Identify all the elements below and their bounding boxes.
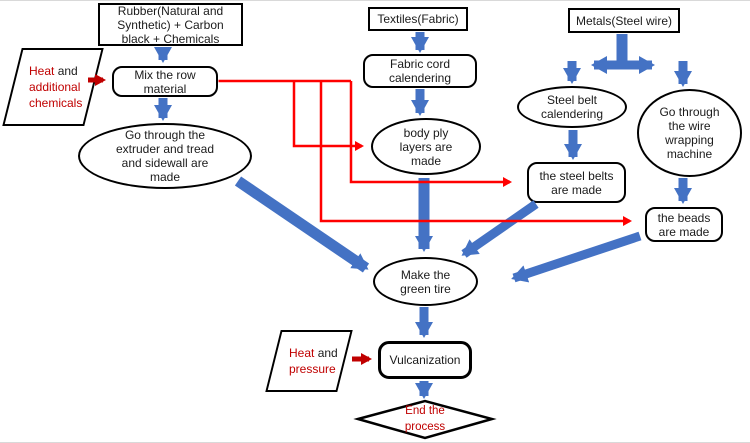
green-tire-line-2: green tire bbox=[400, 281, 451, 296]
wire-wrap-line-2: the wire bbox=[668, 119, 711, 133]
extruder-line-1: Go through the bbox=[124, 128, 206, 142]
node-beads: the beads are made bbox=[645, 207, 723, 242]
wire-wrap-line-4: machine bbox=[666, 147, 713, 161]
vulcanization-label: Vulcanization bbox=[389, 353, 461, 367]
node-wire-wrapping-machine: Go through the wire wrapping machine bbox=[637, 89, 742, 177]
mix-line-2: material bbox=[143, 81, 187, 96]
steel-belts-line-2: are made bbox=[551, 182, 602, 197]
and-word-2: and bbox=[314, 346, 338, 360]
wire-wrap-line-1: Go through bbox=[659, 105, 720, 119]
node-rubber-input: Rubber(Natural and Synthetic) + Carbon b… bbox=[98, 3, 243, 46]
heat-chemicals-text: Heat and additional chemicals bbox=[14, 50, 92, 124]
fabric-cord-line-1: Fabric cord bbox=[389, 57, 451, 71]
body-ply-line-2: layers are bbox=[399, 139, 453, 154]
node-body-ply: body ply layers are made bbox=[371, 118, 481, 175]
arrow-steelbelts-to-greentire bbox=[461, 200, 539, 258]
rubber-line-3: black + Chemicals bbox=[121, 31, 220, 46]
arrow-extruder-to-greentire bbox=[234, 176, 370, 273]
body-ply-line-1: body ply bbox=[403, 125, 449, 140]
node-steel-belts: the steel belts are made bbox=[527, 162, 626, 203]
heat-chemicals-line-2: additional bbox=[29, 80, 81, 94]
node-heat-pressure-input: Heat and pressure bbox=[265, 330, 353, 392]
green-tire-line-1: Make the bbox=[400, 267, 451, 282]
rubber-line-1: Rubber(Natural and bbox=[117, 3, 224, 18]
heat-pressure-line-1: Heat and bbox=[289, 345, 343, 361]
heat-word-2: Heat bbox=[289, 346, 315, 360]
steel-belt-cal-line-2: calendering bbox=[540, 107, 604, 121]
red-line-to-bodyply bbox=[292, 81, 364, 151]
node-fabric-cord-calendering: Fabric cord calendering bbox=[363, 54, 477, 88]
node-textiles-input: Textiles(Fabric) bbox=[368, 7, 468, 31]
node-mix-raw-material: Mix the row material bbox=[112, 66, 218, 97]
fabric-cord-line-2: calendering bbox=[388, 71, 452, 85]
end-line-2: process bbox=[404, 421, 446, 433]
node-extruder: Go through the extruder and tread and si… bbox=[78, 123, 252, 189]
steel-belt-cal-line-1: Steel belt bbox=[546, 93, 598, 107]
steel-belts-line-1: the steel belts bbox=[539, 168, 614, 183]
node-green-tire: Make the green tire bbox=[373, 257, 478, 306]
node-end-process-text: End the process bbox=[385, 403, 465, 435]
textiles-label: Textiles(Fabric) bbox=[377, 12, 459, 26]
heat-chemicals-line-3: chemicals bbox=[29, 96, 83, 110]
extruder-line-2: extruder and tread bbox=[115, 142, 215, 156]
beads-line-1: the beads bbox=[657, 210, 711, 225]
and-word: and bbox=[54, 64, 78, 78]
metals-label: Metals(Steel wire) bbox=[575, 13, 673, 28]
heat-chemicals-line-1: Heat and bbox=[29, 63, 92, 79]
extruder-line-3: and sidewall are bbox=[121, 156, 209, 170]
end-line-1: End the bbox=[405, 405, 445, 417]
heat-word: Heat bbox=[29, 64, 55, 78]
node-heat-chemicals-input: Heat and additional chemicals bbox=[2, 48, 104, 126]
mix-line-1: Mix the row bbox=[134, 67, 196, 82]
node-metals-input: Metals(Steel wire) bbox=[568, 8, 680, 33]
wire-wrap-line-3: wrapping bbox=[665, 133, 714, 147]
heat-pressure-line-2: pressure bbox=[289, 362, 336, 376]
body-ply-line-3: made bbox=[410, 153, 442, 168]
beads-line-2: are made bbox=[658, 224, 710, 239]
arrow-beads-to-greentire bbox=[511, 231, 642, 283]
node-vulcanization: Vulcanization bbox=[378, 341, 472, 379]
rubber-line-2: Synthetic) + Carbon bbox=[117, 17, 224, 32]
heat-pressure-text: Heat and pressure bbox=[275, 332, 343, 390]
extruder-line-4: made bbox=[149, 170, 181, 184]
end-process-diamond bbox=[353, 399, 497, 440]
node-steel-belt-calendering: Steel belt calendering bbox=[517, 86, 627, 128]
